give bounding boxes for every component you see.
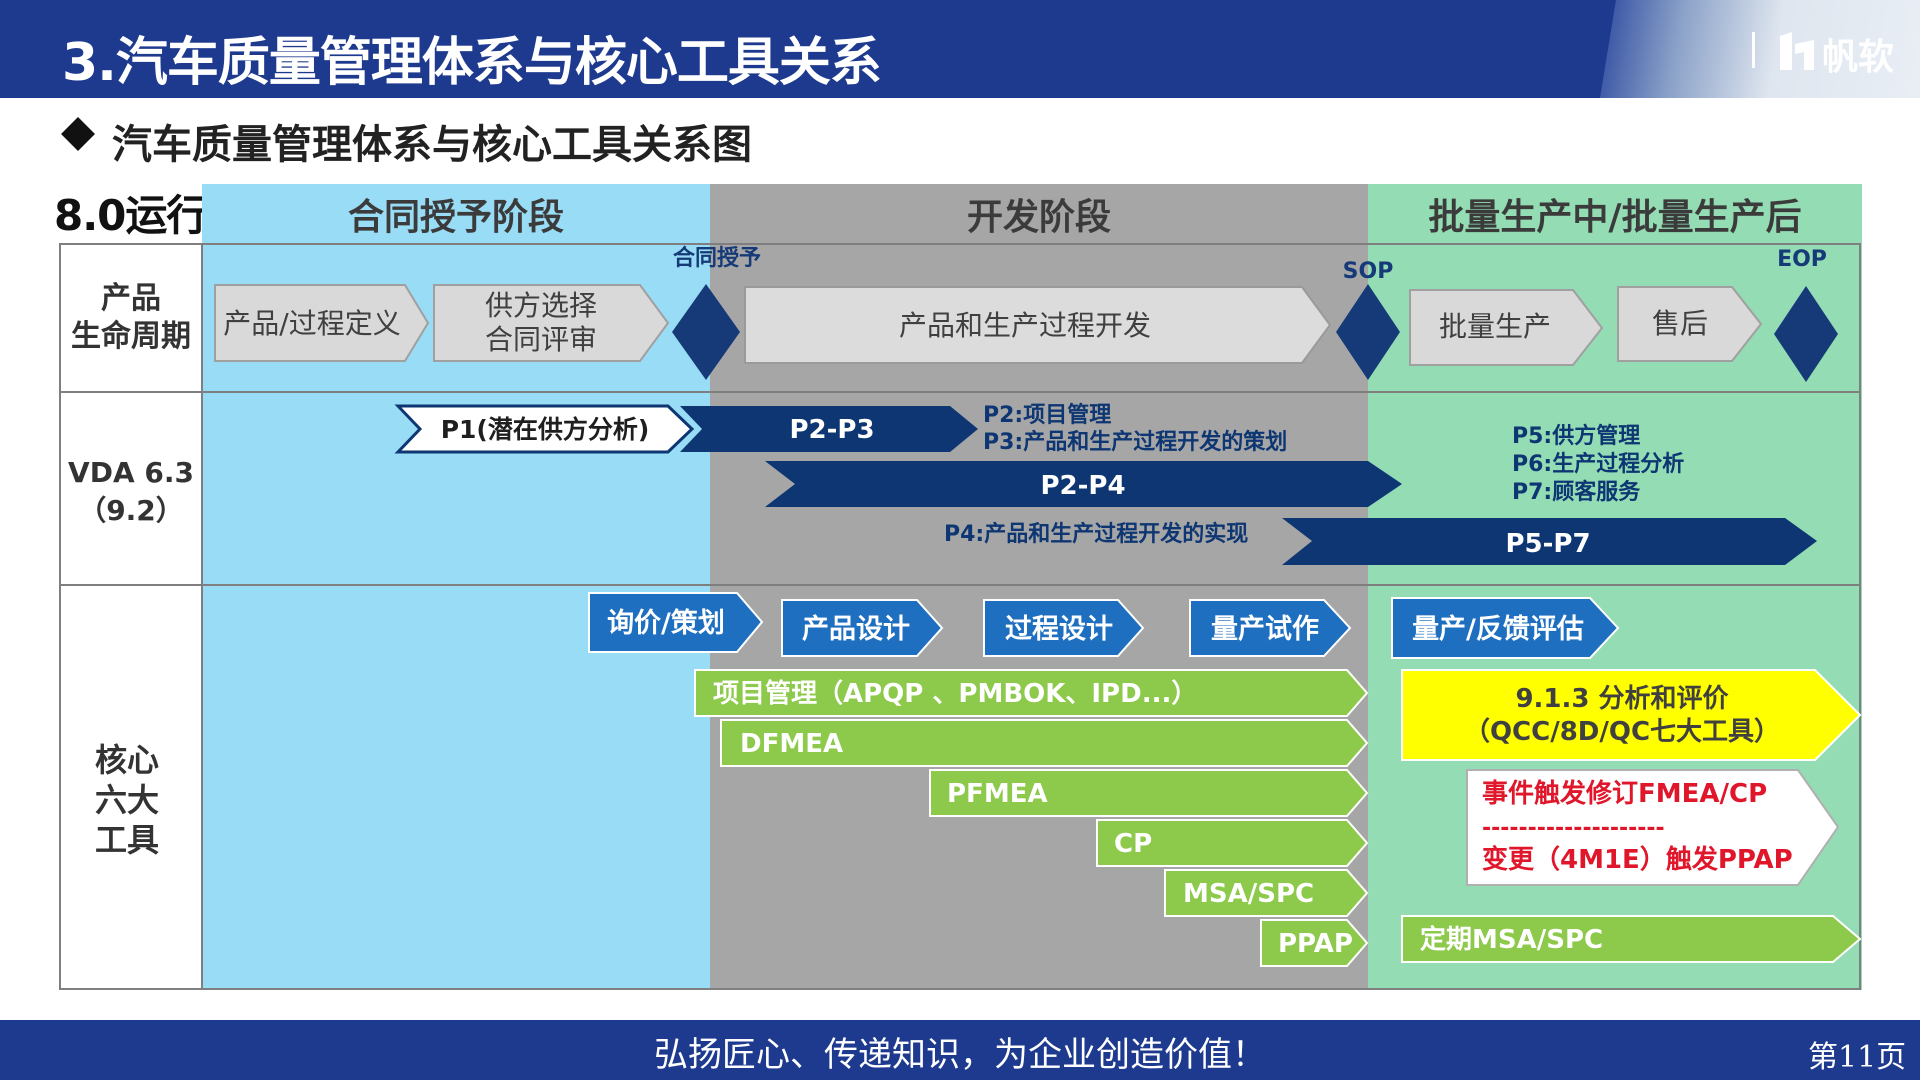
tool-event-trigger: [1466, 769, 1840, 886]
vda-note: P6:生产过程分析: [1512, 452, 1684, 477]
milestone-label-eop: EOP: [1777, 247, 1827, 272]
row-divider: [59, 391, 1861, 393]
footer-slogan: 弘扬匠心、传递知识，为企业创造价值！: [654, 1035, 1266, 1075]
tool-bar-ppap: [1260, 919, 1369, 967]
step-label: 批量生产: [1439, 310, 1551, 343]
vda-arrow-p1: [394, 404, 695, 454]
footer-bar: [0, 1020, 1920, 1080]
tool-stage-process-design: [983, 599, 1145, 657]
milestone-diamond-eop: [1774, 286, 1838, 382]
tool-bar-dfmea: [720, 719, 1369, 767]
tool-analysis-label: （QCC/8D/QC七大工具）: [1464, 717, 1780, 747]
tool-bar-label: PPAP: [1278, 929, 1353, 959]
tool-stage-label: 量产/反馈评估: [1412, 614, 1584, 645]
row-label-line: 产品: [101, 281, 161, 316]
fanruan-logo-icon: [1780, 32, 1814, 70]
vda-arrow-label: P2-P3: [789, 415, 874, 445]
tool-bar-msa-spc: [1164, 869, 1369, 917]
step-label: 售后: [1652, 307, 1708, 340]
vda-arrow-label: P5-P7: [1505, 529, 1590, 559]
grid-outline: [59, 243, 1861, 990]
row-label-line: 生命周期: [71, 319, 191, 354]
phase-title-contract: 合同授予阶段: [347, 197, 564, 238]
logo-text: 帆软: [1822, 37, 1895, 78]
phase-title-mass-production: 批量生产中/批量生产后: [1428, 197, 1802, 238]
tool-bar-label: 定期MSA/SPC: [1420, 924, 1603, 955]
tool-stage-label: 过程设计: [1005, 614, 1113, 645]
vda-arrow-p2-p4: [765, 461, 1402, 507]
row-divider: [59, 584, 1861, 586]
milestone-diamond-sop: [1336, 284, 1400, 380]
tool-bar-cp: [1096, 819, 1369, 867]
step-product-process-definition: [214, 284, 430, 362]
step-supplier-selection: [433, 284, 670, 362]
tool-bar-label: DFMEA: [740, 729, 843, 759]
phase-title-development: 开发阶段: [966, 197, 1111, 238]
step-mass-production: [1409, 289, 1604, 366]
tool-bar-label: MSA/SPC: [1183, 879, 1314, 909]
tool-stage-label: 产品设计: [802, 614, 910, 645]
row-label-line: 工具: [94, 821, 159, 859]
vda-note: P4:产品和生产过程开发的实现: [944, 521, 1248, 547]
tool-stage-product-design: [781, 599, 944, 657]
vda-note: P7:顾客服务: [1512, 479, 1641, 505]
page-title: 3.汽车质量管理体系与核心工具关系: [62, 33, 882, 93]
section-subtitle: 汽车质量管理体系与核心工具关系图: [112, 122, 752, 168]
row-label-lifecycle: 产品 生命周期: [60, 280, 202, 356]
row-label-line: 核心: [94, 741, 159, 779]
vda-note: P5:供方管理: [1512, 423, 1640, 449]
milestone-label-contract: 合同授予: [673, 245, 761, 271]
row-label-line: （9.2）: [78, 494, 184, 527]
row-label-tools: 核心 六大 工具: [60, 740, 194, 860]
tool-event-label: 变更（4M1E）触发PPAP: [1482, 844, 1793, 875]
milestone-diamond-contract: [672, 284, 740, 380]
logo-panel: [1600, 0, 1920, 98]
row-label-line: 六大: [94, 781, 159, 819]
header-bar: [0, 0, 1920, 98]
step-label: 产品和生产过程开发: [899, 309, 1151, 342]
vda-arrow-p2-p3: [680, 406, 978, 452]
row-label-line: VDA 6.3: [68, 456, 194, 489]
vda-note: P3:产品和生产过程开发的策划: [983, 429, 1287, 455]
tool-bar-label: CP: [1114, 829, 1152, 859]
column-divider: [201, 243, 203, 990]
step-label: 合同评审: [485, 323, 597, 356]
tool-bar-periodic-msa-spc: [1401, 915, 1862, 963]
tool-analysis-label: 9.1.3 分析和评价: [1515, 684, 1729, 714]
milestone-label-sop: SOP: [1343, 259, 1394, 284]
step-after-sales: [1617, 286, 1763, 362]
tool-bar-label: 项目管理（APQP 、PMBOK、IPD...）: [713, 679, 1197, 709]
tool-stage-feedback: [1391, 597, 1620, 659]
step-label: 产品/过程定义: [223, 307, 400, 340]
tool-stage-label: 量产试作: [1211, 614, 1319, 645]
vda-arrow-p5-p7: [1282, 518, 1817, 565]
step-label: 供方选择: [485, 289, 597, 322]
vda-note: P2:项目管理: [983, 402, 1111, 428]
tool-event-separator: --------------------: [1482, 816, 1665, 841]
tool-bar-label: PFMEA: [947, 779, 1048, 809]
vda-arrow-label: P1(潜在供方分析): [441, 415, 650, 444]
tool-bar-project-management: [694, 669, 1369, 717]
row-label-vda: VDA 6.3 （9.2）: [60, 454, 202, 530]
tool-analysis-evaluation: [1401, 669, 1862, 761]
tool-event-label: 事件触发修订FMEA/CP: [1482, 778, 1767, 809]
tool-stage-trial-production: [1189, 599, 1352, 657]
tool-bar-pfmea: [929, 769, 1369, 817]
version-label: 8.0运行: [54, 191, 208, 240]
tool-stage-inquiry: [588, 592, 764, 653]
step-development: [744, 286, 1332, 364]
tool-stage-label: 询价/策划: [607, 607, 725, 639]
page-number: 第11页: [1808, 1040, 1907, 1075]
vda-arrow-label: P2-P4: [1040, 471, 1125, 501]
